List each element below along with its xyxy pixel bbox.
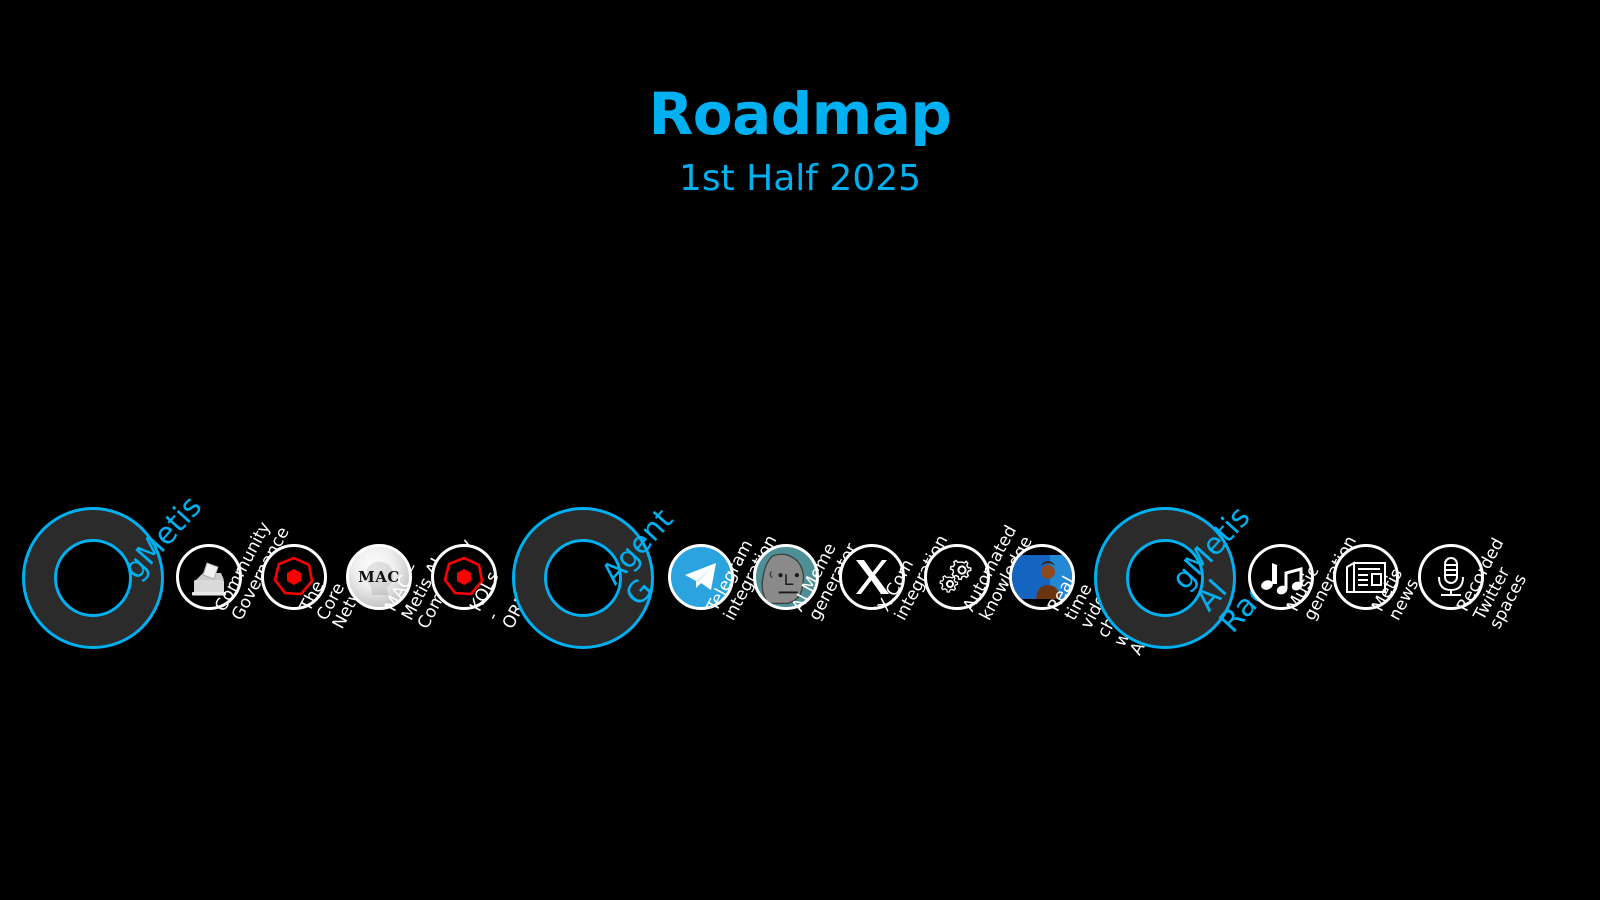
header: Roadmap 1st Half 2025 bbox=[0, 84, 1600, 198]
page-subtitle: 1st Half 2025 bbox=[678, 157, 922, 199]
node-telegram-integration[interactable]: Telegram integration bbox=[668, 532, 781, 624]
microphone-icon bbox=[1418, 544, 1484, 610]
node-metis-news[interactable]: Metis news bbox=[1333, 544, 1423, 624]
page-title: Roadmap bbox=[648, 80, 952, 148]
metis-hexagon-icon bbox=[431, 544, 497, 610]
x-logo-icon bbox=[839, 544, 905, 610]
gears-icon bbox=[924, 544, 990, 610]
node-ai-meme-generator[interactable]: AI Meme generator bbox=[753, 540, 862, 624]
telegram-icon bbox=[668, 544, 734, 610]
node-automated-knowledge[interactable]: Automated knowledge bbox=[924, 522, 1037, 624]
node-community-governance[interactable]: Community Governance bbox=[176, 519, 293, 624]
milestone-agent-g[interactable]: Agent G bbox=[512, 502, 680, 649]
node-real-time-video-chat[interactable]: Real time video chat with Agent bbox=[1009, 544, 1168, 659]
donut-inner-ring-icon bbox=[1126, 539, 1204, 617]
donut-ring-icon bbox=[22, 507, 164, 649]
milestone-gmetis[interactable]: gMetis bbox=[22, 489, 209, 649]
node-kols-orbit[interactable]: KOLs - ORBIT bbox=[431, 544, 541, 632]
node-x-com-integration[interactable]: X.Com integration bbox=[839, 532, 952, 624]
video-chat-icon bbox=[1009, 544, 1075, 610]
svg-text:MAC: MAC bbox=[358, 568, 400, 586]
metis-hexagon-icon bbox=[261, 544, 327, 610]
mac-logo-icon: MAC bbox=[346, 544, 412, 610]
node-the-core-network[interactable]: The Core Network bbox=[261, 544, 380, 632]
donut-inner-ring-icon bbox=[54, 539, 132, 617]
npc-meme-face-icon bbox=[753, 544, 819, 610]
node-recorded-twitter-spaces[interactable]: Recorded Twitter spaces bbox=[1418, 535, 1531, 632]
milestone-gmetis-ai-radio[interactable]: gMetis AI Radio bbox=[1094, 500, 1295, 649]
music-notes-icon bbox=[1248, 544, 1314, 610]
ballot-box-icon bbox=[176, 544, 242, 610]
donut-inner-ring-icon bbox=[544, 539, 622, 617]
node-music-generation[interactable]: Music generation bbox=[1248, 533, 1361, 624]
node-mac-metis-ai-community[interactable]: MAC MAC – Metis AI Community bbox=[346, 536, 478, 632]
newspaper-icon bbox=[1333, 544, 1399, 610]
